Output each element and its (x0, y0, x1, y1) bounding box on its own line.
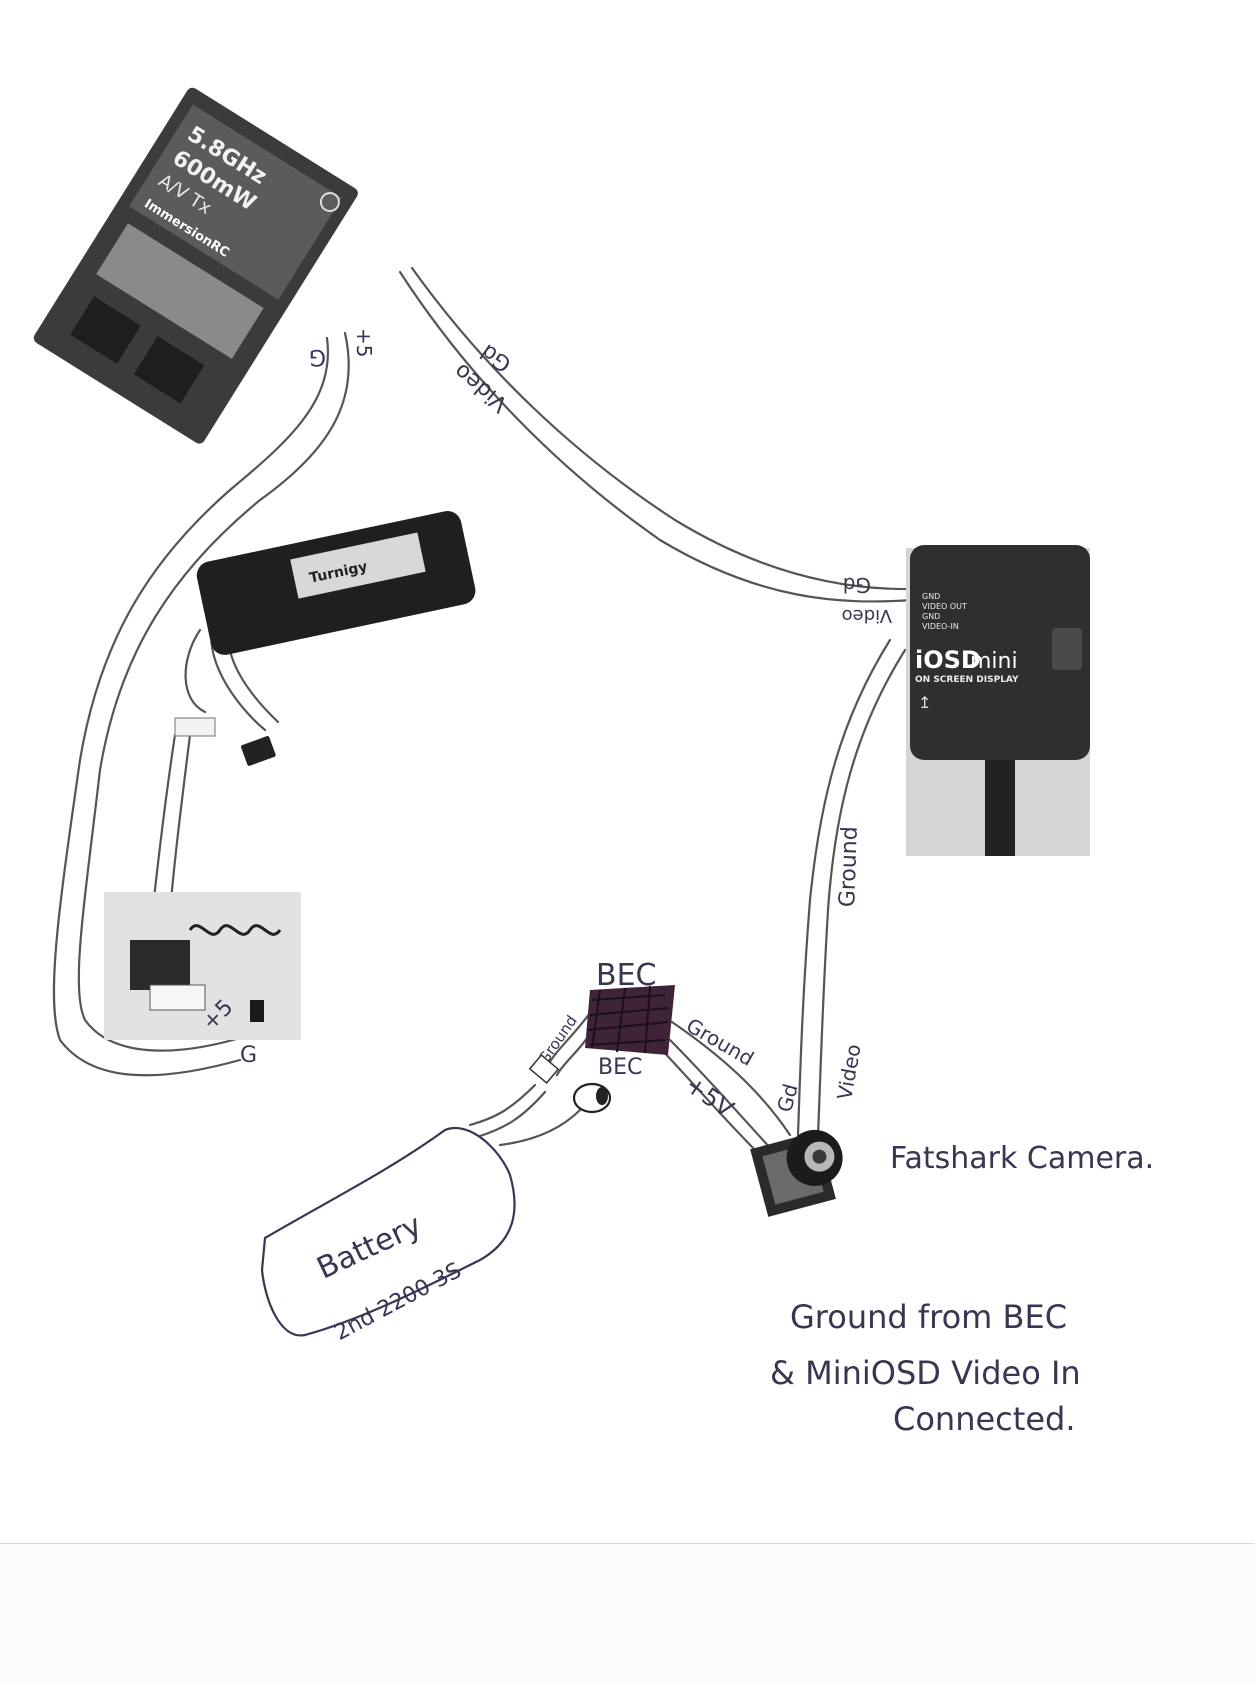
wire-lipo-lead-1 (184, 628, 207, 714)
label-osd-gd: Gd (843, 573, 871, 597)
iosd-pin-video-out: VIDEO OUT (922, 602, 967, 611)
wire-battery-connector (498, 1108, 582, 1147)
vtx-connector-right (133, 336, 205, 404)
note-line3: Connected. (893, 1400, 1075, 1438)
iosd-cable (985, 760, 1015, 856)
lipo-battery: Turnigy (196, 511, 476, 655)
wire-bec-5v (668, 1038, 774, 1152)
wire-bec-5v-2 (658, 1046, 762, 1157)
iosd-pin-gnd-2: GND (922, 612, 940, 621)
iosd-pin-labels: GND VIDEO OUT GND VIDEO-IN (922, 592, 967, 631)
wires (52, 266, 914, 1157)
label-osd-ground: Ground (835, 826, 863, 908)
bec-input-connector (528, 1053, 560, 1085)
battery-outline (260, 1127, 516, 1337)
wire-osd-video (816, 648, 907, 1137)
bec-hatch (587, 985, 669, 1054)
iosd-pin-gnd-1: GND (922, 592, 940, 601)
camera-lens-center (812, 1149, 827, 1164)
regulator-header (149, 984, 206, 1011)
regulator-board (130, 940, 190, 990)
wire-vtx-gd (410, 266, 914, 591)
label-reg-g: G (240, 1043, 257, 1068)
vtx-connector-left (70, 296, 141, 364)
iosd-name-bold: iOSD (915, 646, 981, 674)
bec-body (585, 985, 675, 1055)
label-cam-video: Video (832, 1042, 865, 1101)
iosd-subtitle: ON SCREEN DISPLAY (915, 675, 1019, 685)
usb-icon: ↥ (918, 693, 931, 712)
wire-osd-ground (796, 638, 892, 1137)
iosd-pin-video-in: VIDEO-IN (922, 622, 959, 631)
iosd-mini: GND VIDEO OUT GND VIDEO-IN iOSD mini ON … (906, 545, 1090, 856)
wire-battery-lead-1 (468, 1083, 537, 1127)
bec-barrel-hole (596, 1087, 608, 1105)
vtx-sticker (96, 223, 264, 359)
label-bec-bottom: BEC (598, 1055, 642, 1080)
label-bec-top: BEC (596, 958, 656, 993)
fatshark-camera (750, 1129, 843, 1217)
regulator-photo (104, 892, 301, 1040)
regulator-coil-wire (188, 924, 282, 936)
label-bec-ground-right: Ground (682, 1013, 758, 1071)
regulator-plug (250, 1000, 264, 1022)
lipo-connector-plug (241, 736, 276, 766)
wire-vtx-g-outer (52, 336, 330, 1077)
note-line1: Ground from BEC (790, 1298, 1067, 1336)
wire-bec-ground-right (670, 1020, 792, 1137)
label-osd-video: Video (842, 605, 892, 626)
scan-margin (0, 1544, 1255, 1681)
note: Ground from BEC & MiniOSD Video In Conne… (770, 1298, 1081, 1438)
wire-vtx-video (398, 270, 914, 603)
iosd-usb-port (1052, 628, 1082, 670)
paper-edge (0, 1543, 1255, 1544)
iosd-name-light: mini (970, 649, 1018, 674)
lipo-balance-plug (174, 717, 216, 737)
wire-battery-lead-2 (478, 1090, 547, 1138)
bec-module (585, 985, 675, 1055)
vtx-status-icon (319, 192, 340, 213)
note-line2: & MiniOSD Video In (770, 1354, 1081, 1392)
lipo-sticker (290, 532, 426, 599)
label-vtx-plus5: +5 (352, 328, 376, 357)
label-vtx-g: G (309, 344, 326, 369)
camera-label: Fatshark Camera. (890, 1141, 1154, 1176)
vtx-label-panel (129, 104, 342, 300)
iosd-body (910, 545, 1090, 760)
vtx-transmitter: 5.8GHz 600mW A/V Tx ImmersionRC (33, 87, 358, 444)
label-vtx-gd: Gd (476, 338, 516, 376)
battery-sketch (260, 1127, 516, 1337)
